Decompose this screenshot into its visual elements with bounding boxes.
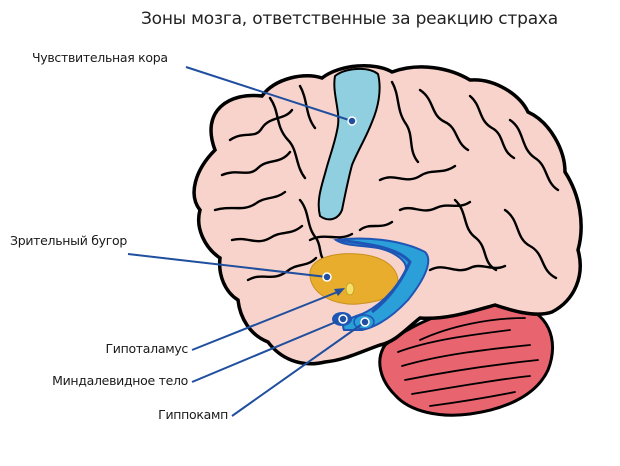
leader-dots xyxy=(322,116,370,327)
sulci-lines xyxy=(213,80,560,282)
label-thalamus: Зрительный бугор xyxy=(10,233,127,248)
label-hypothalamus: Гипоталамус xyxy=(105,341,188,356)
cerebrum xyxy=(192,64,583,366)
label-sensory-cortex: Чувствительная кора xyxy=(32,50,168,65)
label-amygdala: Миндалевидное тело xyxy=(52,373,188,388)
hypothalamus-arrowhead xyxy=(334,288,345,296)
sensory-cortex-region xyxy=(317,68,381,221)
diagram-title: Зоны мозга, ответственные за реакцию стр… xyxy=(140,9,558,29)
label-hippocampus: Гиппокамп xyxy=(158,407,228,422)
cerebellum xyxy=(378,302,554,417)
leader-lines xyxy=(127,66,366,417)
hypothalamus-region xyxy=(345,282,355,296)
